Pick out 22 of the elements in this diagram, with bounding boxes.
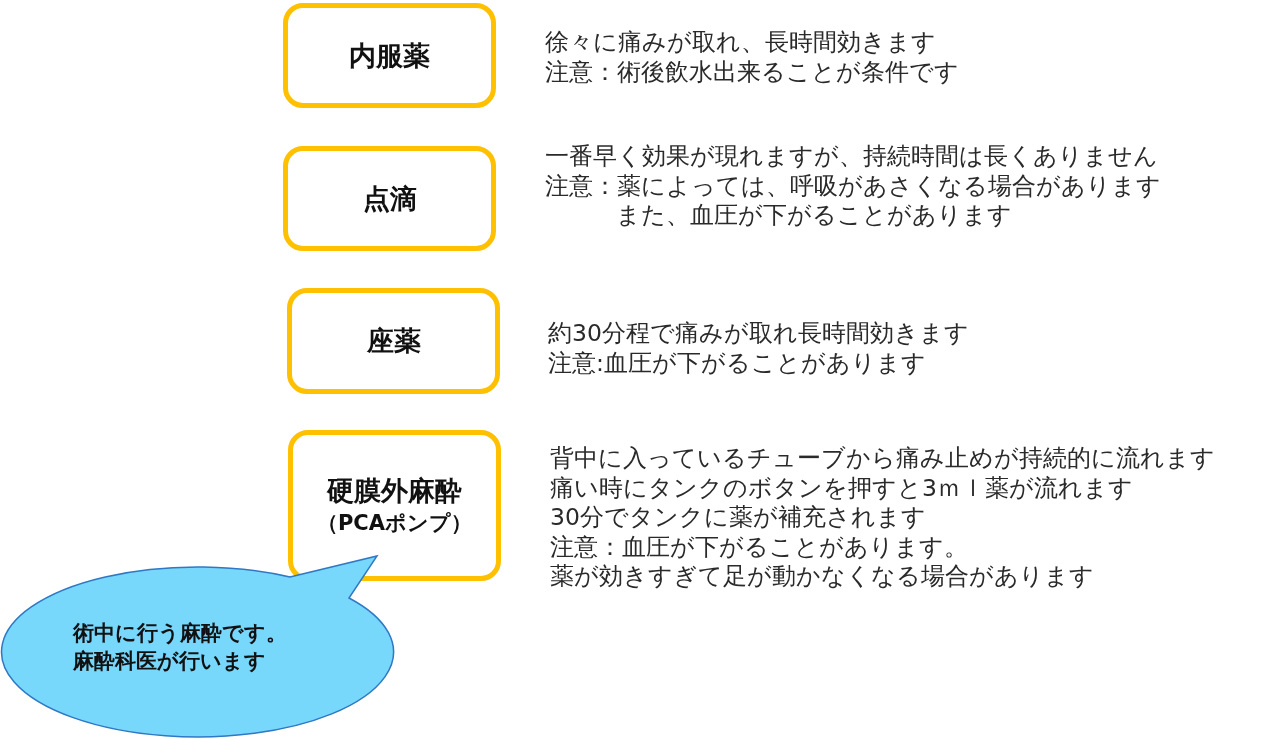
description-text: 一番早く効果が現れますが、持続時間は長くありません — [545, 142, 1158, 172]
description-text: 30分でタンクに薬が補充されます — [550, 503, 926, 533]
rounded-box — [283, 3, 496, 108]
box-title: 硬膜外麻酔 — [327, 473, 462, 508]
description-text: 薬が効きすぎて足が動かなくなる場合があります — [550, 562, 1094, 592]
box-title: 内服薬 — [349, 38, 430, 73]
description-text: 約30分程で痛みが取れ長時間効きます — [548, 319, 969, 349]
description-text: 痛い時にタンクのボタンを押すと3ｍｌ薬が流れます — [550, 473, 1133, 503]
box-subtitle: （PCAポンプ） — [316, 509, 473, 537]
description-text: 注意：血圧が下がることがあります。 — [550, 532, 968, 562]
description-text: 徐々に痛みが取れ、長時間効きます — [545, 28, 936, 58]
description-text: 注意：薬によっては、呼吸があさくなる場合があります — [545, 171, 1161, 201]
callout-text: 術中に行う麻酔です。麻酔科医が行います — [73, 620, 288, 675]
description-text: また、血圧が下がることがあります — [614, 201, 1012, 231]
description-text: 背中に入っているチューブから痛み止めが持続的に流れます — [550, 444, 1215, 474]
box-title: 座薬 — [366, 324, 421, 358]
rounded-box — [283, 146, 496, 251]
description-text: 注意:血圧が下がることがあります — [548, 348, 926, 378]
rounded-box — [288, 430, 501, 581]
rounded-box — [287, 288, 500, 394]
description-text: 注意：術後飲水出来ることが条件です — [545, 57, 959, 87]
box-title: 点滴 — [362, 181, 417, 216]
